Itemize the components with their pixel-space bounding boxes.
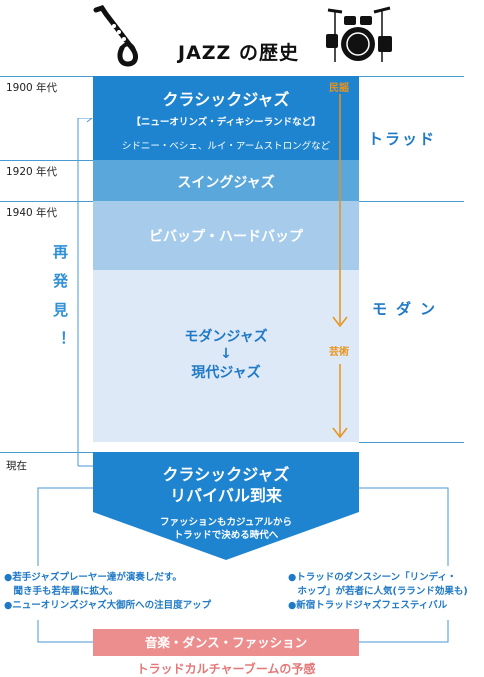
drum-kit-icon (326, 6, 392, 62)
year-present: 現在 (6, 460, 27, 472)
axis-art-label: 芸術 (329, 347, 349, 358)
bebop-label: ビバップ・ハードバップ (149, 229, 303, 245)
modern-line1: モダンジャズ (184, 329, 268, 345)
era-modern: モダン (372, 300, 445, 318)
trad-boom-text: トラッドカルチャーブームの予感 (136, 662, 316, 676)
saxophone-icon (93, 5, 138, 67)
band-bebop: ビバップ・ハードバップ (93, 201, 359, 270)
culture-bar: 音楽・ダンス・ファッション (93, 629, 359, 656)
classic-subtitle: 【ニューオリンズ・ディキシーランドなど】 (131, 117, 321, 128)
year-1900: 1900 年代 (6, 82, 58, 94)
right-bullet-2: ホップ」が若者に人気(ラランド効果も) (288, 586, 468, 597)
revival-title: クラシックジャズ リバイバル到来 (93, 464, 359, 506)
classic-artists: シドニー・ベシェ、ルイ・アームストロングなど (121, 141, 331, 152)
page-title: JAZZ の歴史 (178, 42, 299, 64)
guide-line-1920 (0, 160, 93, 161)
revival-sub2: トラッドで決める時代へ (173, 530, 279, 541)
modern-arrow: ↓ (220, 346, 232, 362)
left-bullet-2: 聞き手も若年層に拡大。 (4, 586, 119, 597)
right-bullets: ●トラッドのダンスシーン「リンディ・ ホップ」が若者に人気(ラランド効果も) ●… (288, 571, 468, 613)
revival-sub1: ファッションもカジュアルから (159, 517, 293, 528)
swing-label: スイングジャズ (177, 175, 275, 191)
year-1920: 1920 年代 (6, 166, 58, 178)
rediscovery-text: 再発見！ (51, 244, 69, 360)
rediscovery-bracket (77, 118, 96, 467)
left-bullet-1: ●若手ジャズプレーヤー達が演奏しだす。 (4, 572, 182, 583)
axis-folk-label: 民謡 (329, 83, 349, 94)
guide-line-1940 (0, 201, 93, 202)
revival-chevron (93, 452, 359, 560)
modern-line2: 現代ジャズ (191, 365, 261, 381)
band-modern: モダンジャズ ↓ 現代ジャズ (93, 270, 359, 442)
era-line-bottom (359, 442, 464, 443)
year-1940: 1940 年代 (6, 207, 58, 219)
right-bullet-1: ●トラッドのダンスシーン「リンディ・ (288, 572, 457, 583)
folk-to-art-arrow (332, 94, 348, 439)
band-swing: スイングジャズ (93, 160, 359, 201)
band-classic-jazz: クラシックジャズ 【ニューオリンズ・ディキシーランドなど】 シドニー・ベシェ、ル… (93, 76, 359, 160)
connector-lines (37, 487, 449, 643)
classic-title: クラシックジャズ (162, 90, 290, 109)
revival-subtitle: ファッションもカジュアルから トラッドで決める時代へ (93, 516, 359, 542)
era-trad: トラッド (368, 130, 437, 148)
era-line-top (359, 76, 464, 77)
revival-line2: リバイバル到来 (170, 486, 282, 505)
revival-line1: クラシックジャズ (162, 465, 290, 484)
left-bullets: ●若手ジャズプレーヤー達が演奏しだす。 聞き手も若年層に拡大。 ●ニューオリンズ… (4, 571, 211, 613)
guide-line-1900 (0, 76, 93, 77)
guide-line-present (0, 452, 93, 453)
era-line-mid (359, 201, 464, 202)
right-bullet-3: ●新宿トラッドジャズフェスティバル (288, 600, 448, 611)
left-bullet-3: ●ニューオリンズジャズ大御所への注目度アップ (4, 600, 212, 611)
